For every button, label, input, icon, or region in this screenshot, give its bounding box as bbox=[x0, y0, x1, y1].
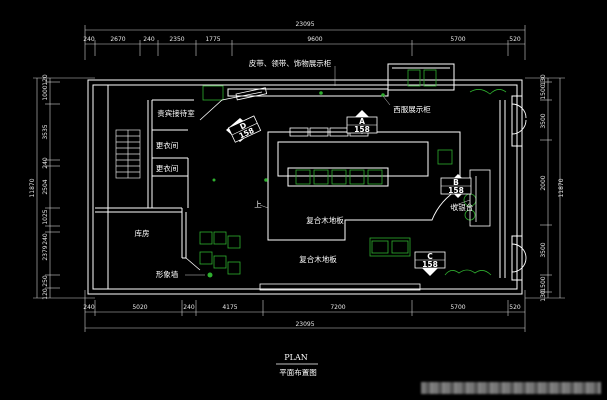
display-fixtures bbox=[185, 87, 491, 291]
staircase bbox=[115, 129, 141, 179]
dim-bottom-1: 5020 bbox=[132, 304, 147, 311]
entrance-doors bbox=[511, 103, 527, 273]
dim-top-5: 9600 bbox=[307, 36, 322, 43]
label-suit-rack: 西服展示柜 bbox=[393, 104, 431, 114]
label-image-wall: 形象墙 bbox=[156, 269, 179, 279]
label-fitting-room-1: 更衣间 bbox=[156, 140, 179, 150]
plan-title-cn: 平面布置图 bbox=[279, 367, 317, 377]
dim-left-3: 240 bbox=[42, 157, 49, 169]
dim-top-overall: 23095 bbox=[295, 21, 314, 28]
dim-top-0: 240 bbox=[83, 36, 95, 43]
dim-bottom-4: 7200 bbox=[330, 304, 345, 311]
dim-right-1: 1500 bbox=[540, 84, 547, 99]
dim-right-6: 130 bbox=[540, 290, 547, 302]
dim-top-3: 2350 bbox=[169, 36, 184, 43]
dim-bottom-6: 520 bbox=[509, 304, 521, 311]
furniture-layer bbox=[199, 69, 507, 276]
label-stairs-up: 上 bbox=[254, 200, 262, 209]
label-fitting-room-2: 更衣间 bbox=[156, 163, 179, 173]
marker-a-number: 158 bbox=[354, 125, 370, 134]
central-display-island bbox=[267, 131, 461, 241]
dim-top-7: 520 bbox=[509, 36, 521, 43]
dim-top-1: 2670 bbox=[110, 36, 125, 43]
dim-right-4: 3500 bbox=[540, 242, 547, 257]
right-dimension-lines bbox=[525, 77, 565, 299]
dim-bottom-5: 5700 bbox=[450, 304, 465, 311]
section-marker-a: A 158 bbox=[346, 110, 378, 134]
label-vip-room: 贵宾接待室 bbox=[157, 108, 195, 118]
marker-b-letter: B bbox=[453, 178, 459, 187]
dim-left-4: 2504 bbox=[42, 179, 49, 194]
label-display-rack: 皮带、领带、饰物展示柜 bbox=[249, 58, 332, 68]
bottom-dimension-lines bbox=[84, 290, 526, 332]
section-marker-d: D 158 bbox=[226, 115, 262, 143]
dim-bottom-3: 4175 bbox=[222, 304, 237, 311]
dim-top-6: 5700 bbox=[450, 36, 465, 43]
dim-top-2: 240 bbox=[143, 36, 155, 43]
label-cashier: 收银台 bbox=[451, 202, 474, 212]
dim-left-7: 2379 bbox=[42, 245, 49, 260]
dim-left-8: 250 bbox=[42, 275, 49, 287]
dim-bottom-0: 240 bbox=[83, 304, 95, 311]
dim-left-0: 120 bbox=[42, 74, 49, 86]
marker-b-number: 158 bbox=[448, 186, 464, 195]
dim-top-4: 1775 bbox=[205, 36, 220, 43]
dim-left-2: 3535 bbox=[42, 124, 49, 139]
dim-left-total: 11870 bbox=[29, 178, 36, 197]
section-marker-b: B 158 bbox=[440, 174, 472, 198]
green-dots bbox=[207, 91, 385, 278]
dim-left-5: 1025 bbox=[42, 209, 49, 224]
marker-c-number: 158 bbox=[422, 260, 438, 269]
leader-lines bbox=[185, 66, 471, 276]
dim-right-2: 3500 bbox=[540, 113, 547, 128]
dim-right-0: 130 bbox=[540, 74, 547, 86]
dim-bottom-overall: 23095 bbox=[295, 321, 314, 328]
watermark bbox=[421, 382, 601, 394]
left-dimension-lines bbox=[33, 77, 95, 299]
dim-bottom-2: 240 bbox=[183, 304, 195, 311]
dim-left-1: 1000 bbox=[42, 85, 49, 100]
dim-right-5: 1500 bbox=[540, 276, 547, 291]
dim-left-9: 120 bbox=[42, 288, 49, 300]
section-marker-c: C 158 bbox=[414, 251, 446, 276]
marker-a-letter: A bbox=[359, 117, 365, 126]
outer-walls bbox=[87, 63, 523, 295]
dim-left-6: 240 bbox=[42, 233, 49, 245]
marker-d-letter: D bbox=[238, 121, 247, 132]
dim-right-total: 11870 bbox=[558, 178, 565, 197]
label-storage: 库房 bbox=[135, 228, 150, 238]
dim-right-3: 2000 bbox=[540, 175, 547, 190]
label-wood-floor-1: 复合木地板 bbox=[306, 215, 344, 225]
marker-c-letter: C bbox=[427, 252, 433, 261]
label-wood-floor-2: 复合木地板 bbox=[299, 254, 337, 264]
plan-title-en: PLAN bbox=[284, 353, 307, 362]
top-dimension-lines bbox=[84, 25, 526, 60]
